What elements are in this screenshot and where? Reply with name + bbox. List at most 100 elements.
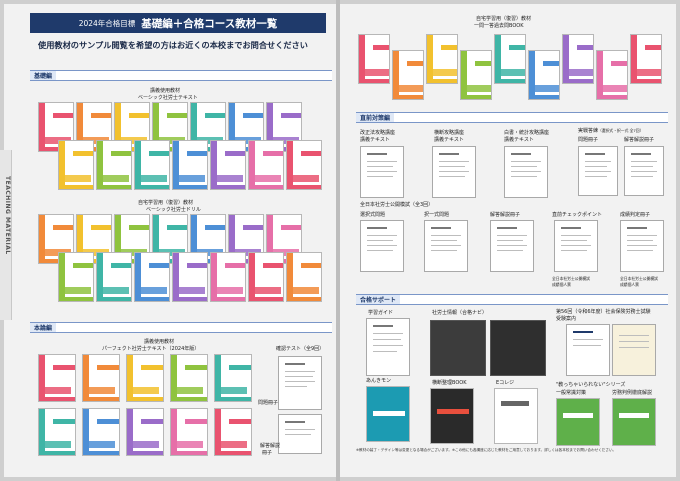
basic-text-book-bottom (134, 140, 170, 190)
kaisei-text (360, 146, 404, 198)
kaitou-label-2: 冊子 (262, 450, 273, 456)
study-guide-cover (366, 318, 410, 376)
mogi-seiseki: 成績判定冊子 (620, 212, 651, 218)
perfect-caption-2: パーフェクト社労士テキスト（2024年版） (102, 346, 200, 352)
ichimon-book (630, 34, 662, 84)
perfect-text-book-bottom (214, 408, 252, 456)
jissen-kaitou: 解答解説冊子 (624, 137, 655, 143)
ichimon-book (460, 50, 492, 100)
basic-drill-book-bottom (134, 252, 170, 302)
basic-drill-caption-1: 自宅学習用（復習）教材 (138, 200, 194, 206)
section-basic: 基礎編 (30, 70, 332, 81)
basic-text-book-bottom (248, 140, 284, 190)
hakusho-caption-2: 講義テキスト (504, 137, 534, 143)
hanrei-caption-2: 講義テキスト (434, 137, 464, 143)
mogi-kaitou: 解答解説冊子 (490, 212, 521, 218)
shiken-form (612, 324, 656, 376)
mogi-note-3: 全日本社労士公開模試 (620, 276, 658, 281)
jissen-mondai: 問題冊子 (578, 137, 599, 143)
jissen-kaitou-doc (624, 146, 664, 196)
jissen-caption-main: 実戦答練 (578, 128, 599, 134)
shiken-annai-cover (566, 324, 610, 376)
series-2-caption: 労務判例徹底解説 (612, 390, 653, 396)
ichimon-caption-1: 自宅学習用（復習）教材 (476, 16, 532, 22)
section-basic-label: 基礎編 (30, 71, 57, 80)
mogi-note-4: 成績個人票 (620, 282, 639, 287)
anki-memo-caption: あんきモン (366, 378, 392, 384)
section-support-label: 合格サポート (356, 295, 401, 304)
perfect-text-book-top (38, 354, 76, 402)
section-support: 合格サポート (356, 294, 668, 305)
sharoushi-joho-covers (430, 320, 550, 378)
perfect-text-book-bottom (170, 408, 208, 456)
ichimon-book (596, 50, 628, 100)
side-tab-label: TEACHING MATERIAL (4, 176, 11, 255)
kaitou-label-1: 解答解説 (260, 443, 281, 449)
perfect-text-book-top (82, 354, 120, 402)
side-tab (0, 150, 12, 320)
ecolle-cover (494, 388, 538, 444)
mogi-kaitou-doc (490, 220, 534, 272)
kakunin-test-kaitou (278, 414, 322, 454)
anki-memo-cover (366, 386, 410, 442)
basic-text-caption-2: ベーシック社労士テキスト (138, 95, 198, 101)
mogi-check: 直前チェックポイント (552, 212, 603, 218)
basic-text-book-bottom (286, 140, 322, 190)
perfect-text-book-bottom (82, 408, 120, 456)
ichimon-book (494, 34, 526, 84)
hakusho-text (504, 146, 548, 198)
hanrei-caption-1: 横断攻略講座 (434, 130, 465, 136)
perfect-text-book-bottom (126, 408, 164, 456)
ichimon-book (392, 50, 424, 100)
page-title: 基礎編＋合格コース教材一覧 (141, 17, 278, 30)
perfect-text-book-top (214, 354, 252, 402)
kaisei-caption-1: 改正法攻略講座 (360, 130, 396, 136)
section-chokuzen-label: 直前対策編 (356, 113, 395, 122)
ichimon-book (358, 34, 390, 84)
ichimon-caption-2: 一問一答過去問BOOK (474, 23, 524, 29)
section-chokuzen: 直前対策編 (356, 112, 668, 123)
mogi-note-2: 成績個人票 (552, 282, 571, 287)
hakusho-caption-1: 白書・統計攻略講座 (504, 130, 550, 136)
jissen-mondai-doc (578, 146, 618, 196)
basic-drill-book-bottom (286, 252, 322, 302)
page-subtitle: 使用教材のサンプル閲覧を希望の方はお近くの本校までお問合せください (38, 40, 308, 50)
kakunin-caption: 確認テスト（全9回） (276, 346, 325, 352)
perfect-text-book-bottom (38, 408, 76, 456)
basic-drill-book-bottom (96, 252, 132, 302)
series-1-caption: 一般常識対策 (556, 390, 587, 396)
shiken-caption-2: 受験案内 (556, 316, 577, 322)
page-gutter (336, 0, 340, 481)
jissen-caption-sub: （選択式・択一式 全7回） (598, 128, 644, 133)
title-year: 2024年合格目標 (78, 18, 136, 28)
ecolle-caption: Eコレジ (496, 380, 515, 386)
mogi-caption: 全日本社労士公開模試（全3回） (360, 202, 434, 208)
mogi-note-1: 全日本社労士公開模試 (552, 276, 590, 281)
keitai-caption: 横断整理BOOK (432, 380, 467, 386)
sharoushi-joho-caption: 社労士情報（合格ナビ） (432, 310, 488, 316)
study-guide-caption: 学習ガイド (368, 310, 394, 316)
ichimon-book (528, 50, 560, 100)
basic-text-book-bottom (210, 140, 246, 190)
basic-drill-book-bottom (172, 252, 208, 302)
page-title-bar: 2024年合格目標 基礎編＋合格コース教材一覧 (30, 13, 326, 33)
mogi-sentaku-doc (360, 220, 404, 272)
keitai-seiri-cover (430, 388, 474, 444)
series-1-cover (556, 398, 600, 446)
kakunin-test-mondai (278, 356, 322, 410)
mogi-takuitsu: 択一式問題 (424, 212, 450, 218)
ichimon-book (562, 34, 594, 84)
footnote: ※教材の装丁・デザイン等は変更となる場合がございます。※この他にも各講座に応じた… (356, 448, 617, 452)
mogi-takuitsu-doc (424, 220, 468, 272)
series-caption: "教っちゃいられない"シリーズ (556, 382, 626, 388)
basic-text-book-bottom (96, 140, 132, 190)
basic-drill-caption-2: ベーシック社労士ドリル (146, 207, 201, 213)
basic-text-book-bottom (58, 140, 94, 190)
mogi-sentaku: 選択式問題 (360, 212, 386, 218)
section-honron: 本論編 (30, 322, 332, 333)
basic-drill-book-bottom (58, 252, 94, 302)
kaisei-caption-2: 講義テキスト (360, 137, 390, 143)
mogi-seiseki-doc (620, 220, 664, 272)
basic-text-book-top (38, 102, 74, 152)
basic-text-book-bottom (172, 140, 208, 190)
